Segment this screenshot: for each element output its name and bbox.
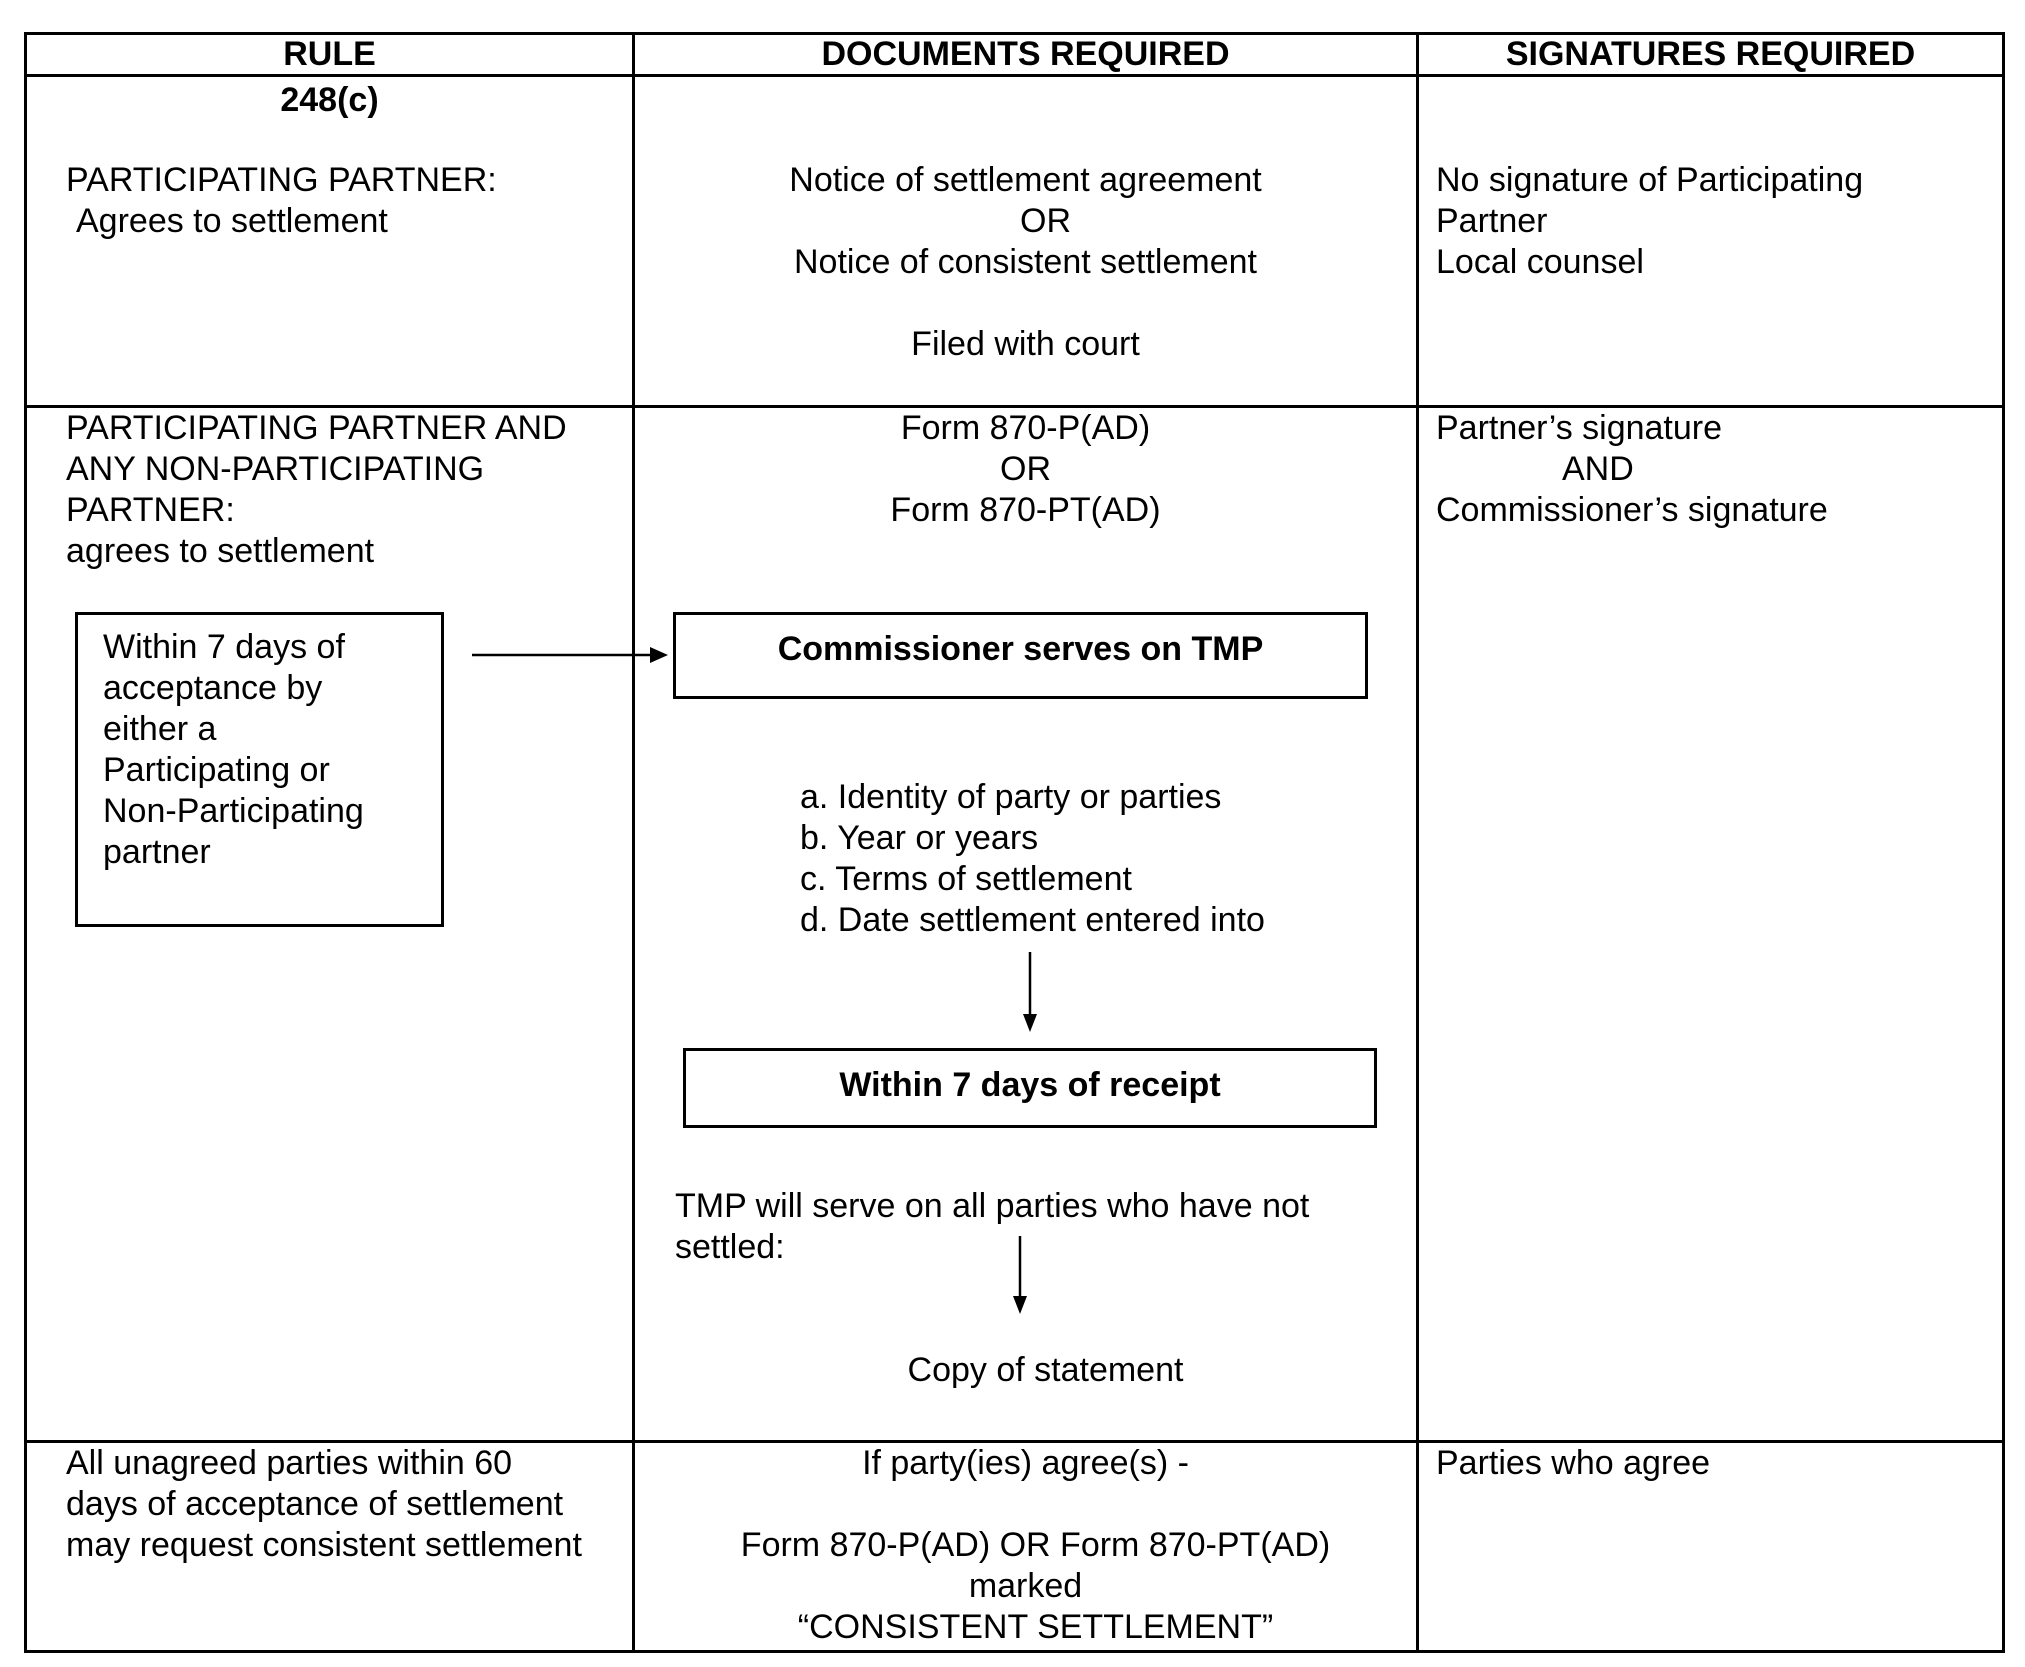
- row2-doc-line2: OR: [1000, 450, 1051, 488]
- list-item-terms: c. Terms of settlement: [800, 860, 1132, 898]
- row3-doc-line2: Form 870-P(AD) OR Form 870-PT(AD): [740, 1526, 1331, 1564]
- header-documents-required: DOCUMENTS REQUIRED: [821, 35, 1230, 73]
- row1-rule-line1: PARTICIPATING PARTNER:: [66, 161, 497, 199]
- row1-doc-line1: Notice of settlement agreement: [789, 161, 1262, 199]
- row2-rule-line4: agrees to settlement: [66, 532, 375, 570]
- commissioner-serves-label: Commissioner serves on TMP: [777, 630, 1264, 668]
- row1-divider: [24, 405, 2005, 408]
- rule-number: 248(c): [280, 81, 379, 119]
- within-7-days-receipt-label: Within 7 days of receipt: [839, 1066, 1221, 1104]
- row2-sig-line2: AND: [1562, 450, 1634, 488]
- row2-rule-line3: PARTNER:: [66, 491, 235, 529]
- tmp-serve-line2: settled:: [675, 1228, 785, 1266]
- row1-sig-line1: No signature of Participating: [1436, 161, 1864, 199]
- column-divider-1: [632, 32, 635, 1653]
- commissioner-serves-box: [673, 612, 1368, 699]
- header-rule: RULE: [283, 35, 376, 73]
- row1-doc-line4: Filed with court: [911, 325, 1140, 363]
- table-border-left: [24, 32, 27, 1653]
- within-box-line1: Within 7 days of: [103, 628, 345, 666]
- table-border-top: [24, 32, 2005, 35]
- within-7-days-acceptance-box: [75, 612, 444, 927]
- row2-sig-line3: Commissioner’s signature: [1436, 491, 1828, 529]
- tmp-serve-line1: TMP will serve on all parties who have n…: [675, 1187, 1310, 1225]
- within-7-days-receipt-box: [683, 1048, 1377, 1128]
- row2-sig-line1: Partner’s signature: [1436, 409, 1723, 447]
- row2-divider: [24, 1440, 2005, 1443]
- row2-doc-line1: Form 870-P(AD): [900, 409, 1151, 447]
- row3-rule-line2: days of acceptance of settlement: [66, 1485, 564, 1523]
- table-border-right: [2002, 32, 2005, 1653]
- within-box-line2: acceptance by: [103, 669, 323, 707]
- row3-doc-line3: marked: [968, 1567, 1083, 1605]
- row1-rule-line2: Agrees to settlement: [76, 202, 388, 240]
- within-box-line5: Non-Participating: [103, 792, 364, 830]
- row3-doc-line4: “CONSISTENT SETTLEMENT”: [797, 1608, 1274, 1646]
- row3-sig-line1: Parties who agree: [1436, 1444, 1711, 1482]
- row3-rule-line3: may request consistent settlement: [66, 1526, 582, 1564]
- list-item-year: b. Year or years: [800, 819, 1039, 857]
- within-box-line6: partner: [103, 833, 211, 871]
- within-box-line3: either a: [103, 710, 217, 748]
- row3-rule-line1: All unagreed parties within 60: [66, 1444, 513, 1482]
- row1-doc-line2: OR: [1020, 202, 1071, 240]
- row2-rule-line2: ANY NON-PARTICIPATING: [66, 450, 485, 488]
- row2-rule-line1: PARTICIPATING PARTNER AND: [66, 409, 567, 447]
- within-box-line4: Participating or: [103, 751, 330, 789]
- row3-doc-line1: If party(ies) agree(s) -: [862, 1444, 1189, 1482]
- copy-of-statement: Copy of statement: [907, 1351, 1184, 1389]
- column-divider-2: [1416, 32, 1419, 1653]
- header-divider: [24, 74, 2005, 77]
- row1-sig-line3: Local counsel: [1436, 243, 1644, 281]
- row1-doc-line3: Notice of consistent settlement: [793, 243, 1257, 281]
- table-border-bottom: [24, 1650, 2005, 1653]
- list-item-identity: a. Identity of party or parties: [800, 778, 1222, 816]
- header-signatures-required: SIGNATURES REQUIRED: [1505, 35, 1916, 73]
- row1-sig-line2: Partner: [1436, 202, 1548, 240]
- list-item-date: d. Date settlement entered into: [800, 901, 1265, 939]
- row2-doc-line3: Form 870-PT(AD): [890, 491, 1161, 529]
